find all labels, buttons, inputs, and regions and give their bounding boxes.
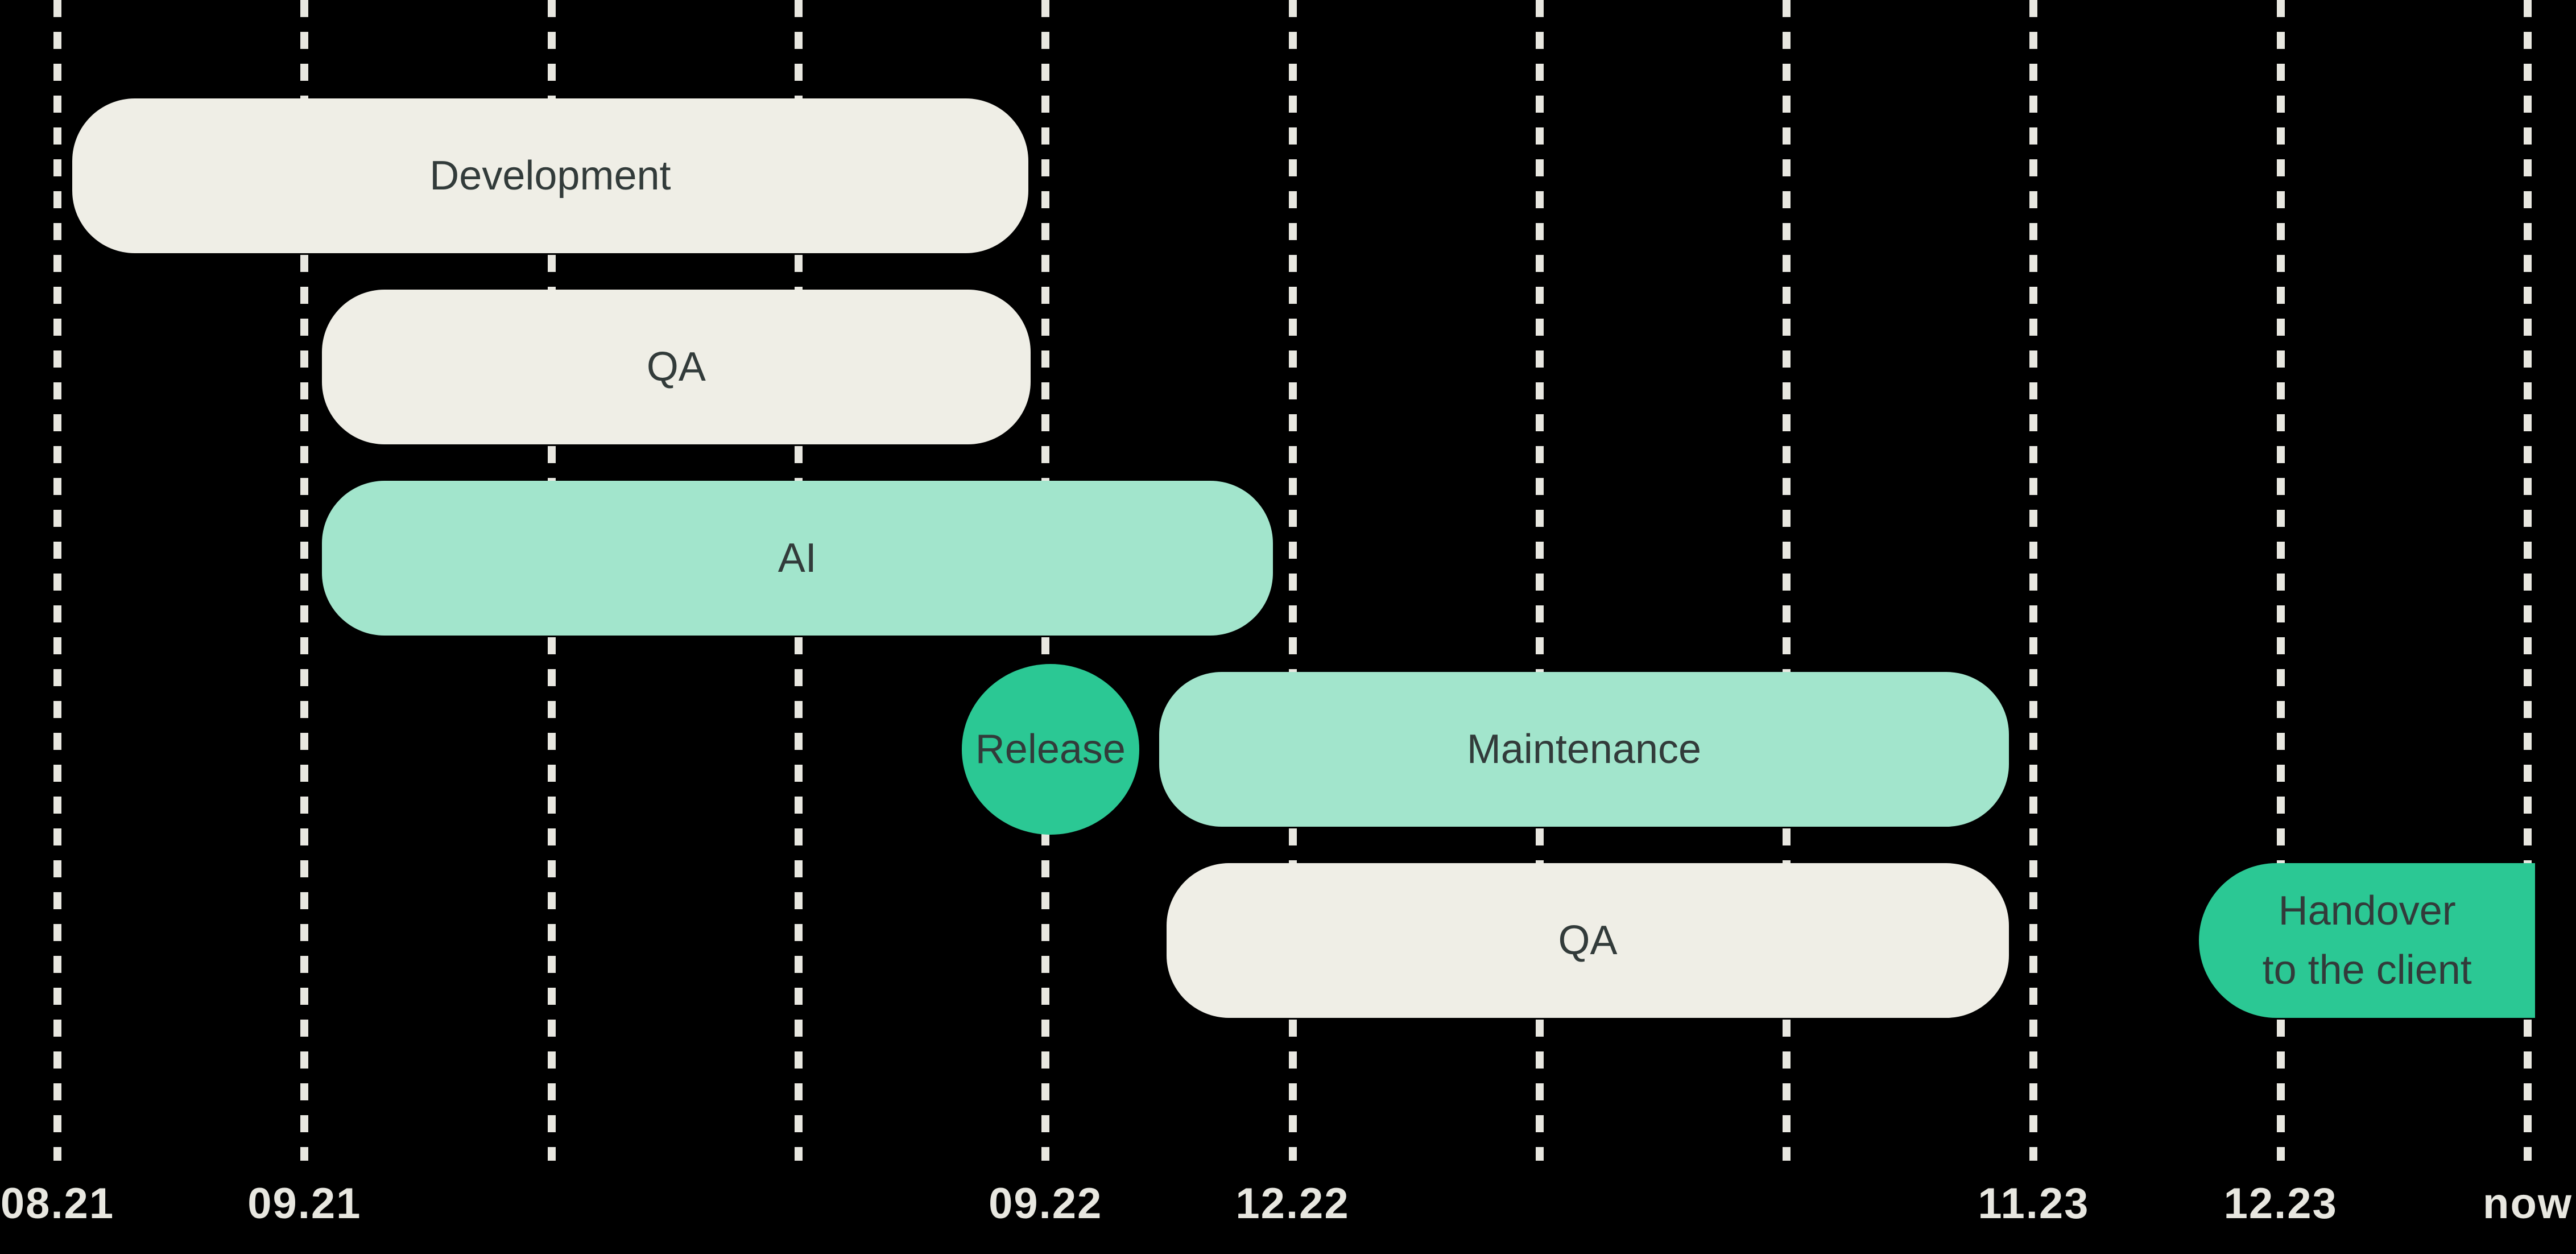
axis-tick-label: 12.23: [2223, 1179, 2338, 1228]
task-bar-maintenance: Maintenance: [1159, 672, 2009, 827]
axis-tick-label: 09.22: [989, 1179, 1103, 1228]
gridline: [2029, 0, 2038, 1161]
task-label-release: Release: [975, 727, 1126, 772]
task-bar-qa-1: QA: [321, 290, 1031, 444]
axis-tick-label: now: [2483, 1179, 2573, 1228]
axis-tick-label: 12.22: [1235, 1179, 1350, 1228]
gridline: [300, 0, 309, 1161]
axis-tick-label: 08.21: [0, 1179, 115, 1228]
task-label-development: Development: [429, 153, 671, 199]
task-label-qa-2: QA: [1558, 918, 1618, 963]
task-label-qa-1: QA: [646, 344, 706, 390]
task-label-ai: AI: [778, 535, 817, 581]
milestone-release-circle: Release: [961, 664, 1140, 835]
task-bar-development: Development: [72, 98, 1028, 253]
task-label-handover-line-2: to the client: [2262, 947, 2472, 993]
gridline: [53, 0, 61, 1161]
task-bar-handover: Handover to the client: [2199, 863, 2536, 1018]
task-label-handover-line-1: Handover: [2278, 888, 2456, 934]
task-bar-qa-2: QA: [1167, 863, 2009, 1018]
axis-tick-label: 11.23: [1978, 1179, 2090, 1228]
task-bar-ai: AI: [321, 481, 1273, 636]
task-label-maintenance: Maintenance: [1466, 727, 1702, 772]
axis-tick-label: 09.21: [247, 1179, 362, 1228]
